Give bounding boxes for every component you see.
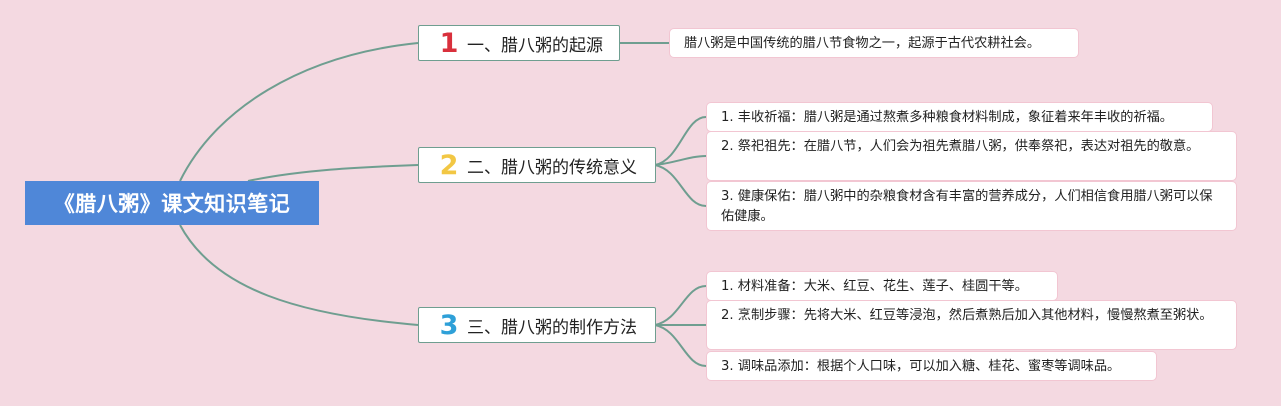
root-topic[interactable]: 《腊八粥》课文知识笔记 [25,181,319,225]
leaf-topic-origin-1[interactable]: 腊八粥是中国传统的腊八节食物之一，起源于古代农耕社会。 [669,28,1079,58]
number-1-icon: 1 [439,27,459,59]
leaf-topic-text: 1. 丰收祈福：腊八粥是通过熬煮多种粮食材料制成，象征着来年丰收的祈福。 [721,110,1173,125]
branch-topic-label: 二、腊八粥的传统意义 [467,157,637,178]
number-2-icon: 2 [439,149,459,181]
root-to-branch-1-line [179,42,419,182]
branch-topic-label: 三、腊八粥的制作方法 [467,317,637,338]
leaf-topic-meaning-2[interactable]: 2. 祭祀祖先：在腊八节，人们会为祖先煮腊八粥，供奉祭祀，表达对祖先的敬意。 [706,131,1237,181]
branch-topic-origin[interactable]: 1 一、腊八粥的起源 [418,25,620,61]
number-3-icon: 3 [439,309,459,341]
leaf-topic-method-3[interactable]: 3. 调味品添加：根据个人口味，可以加入糖、桂花、蜜枣等调味品。 [706,351,1157,381]
branch-3-leaf-3-line [654,324,707,367]
leaf-topic-text: 3. 调味品添加：根据个人口味，可以加入糖、桂花、蜜枣等调味品。 [721,359,1121,374]
root-to-branch-3-line [179,224,419,326]
leaf-topic-method-2[interactable]: 2. 烹制步骤：先将大米、红豆等浸泡，然后煮熟后加入其他材料，慢慢熬煮至粥状。 [706,300,1237,350]
root-to-branch-2-line [247,164,419,182]
branch-topic-meaning[interactable]: 2 二、腊八粥的传统意义 [418,147,656,183]
branch-2-leaf-1-line [654,116,707,166]
branch-3-leaf-1-line [654,285,707,326]
leaf-topic-meaning-1[interactable]: 1. 丰收祈福：腊八粥是通过熬煮多种粮食材料制成，象征着来年丰收的祈福。 [706,102,1213,132]
branch-2-leaf-3-line [654,164,707,207]
root-topic-label: 《腊八粥》课文知识笔记 [53,192,291,216]
branch-topic-label: 一、腊八粥的起源 [467,35,603,56]
leaf-topic-text: 2. 祭祀祖先：在腊八节，人们会为祖先煮腊八粥，供奉祭祀，表达对祖先的敬意。 [721,139,1200,154]
leaf-topic-text: 2. 烹制步骤：先将大米、红豆等浸泡，然后煮熟后加入其他材料，慢慢熬煮至粥状。 [721,308,1213,323]
leaf-topic-text: 1. 材料准备：大米、红豆、花生、莲子、桂圆干等。 [721,279,1028,294]
branch-2-leaf-2-line [654,155,707,166]
leaf-topic-text: 3. 健康保佑：腊八粥中的杂粮食材含有丰富的营养成分，人们相信食用腊八粥可以保佑… [721,189,1213,224]
leaf-topic-meaning-3[interactable]: 3. 健康保佑：腊八粥中的杂粮食材含有丰富的营养成分，人们相信食用腊八粥可以保佑… [706,181,1237,231]
leaf-topic-method-1[interactable]: 1. 材料准备：大米、红豆、花生、莲子、桂圆干等。 [706,271,1058,301]
branch-topic-method[interactable]: 3 三、腊八粥的制作方法 [418,307,656,343]
leaf-topic-text: 腊八粥是中国传统的腊八节食物之一，起源于古代农耕社会。 [684,36,1041,51]
